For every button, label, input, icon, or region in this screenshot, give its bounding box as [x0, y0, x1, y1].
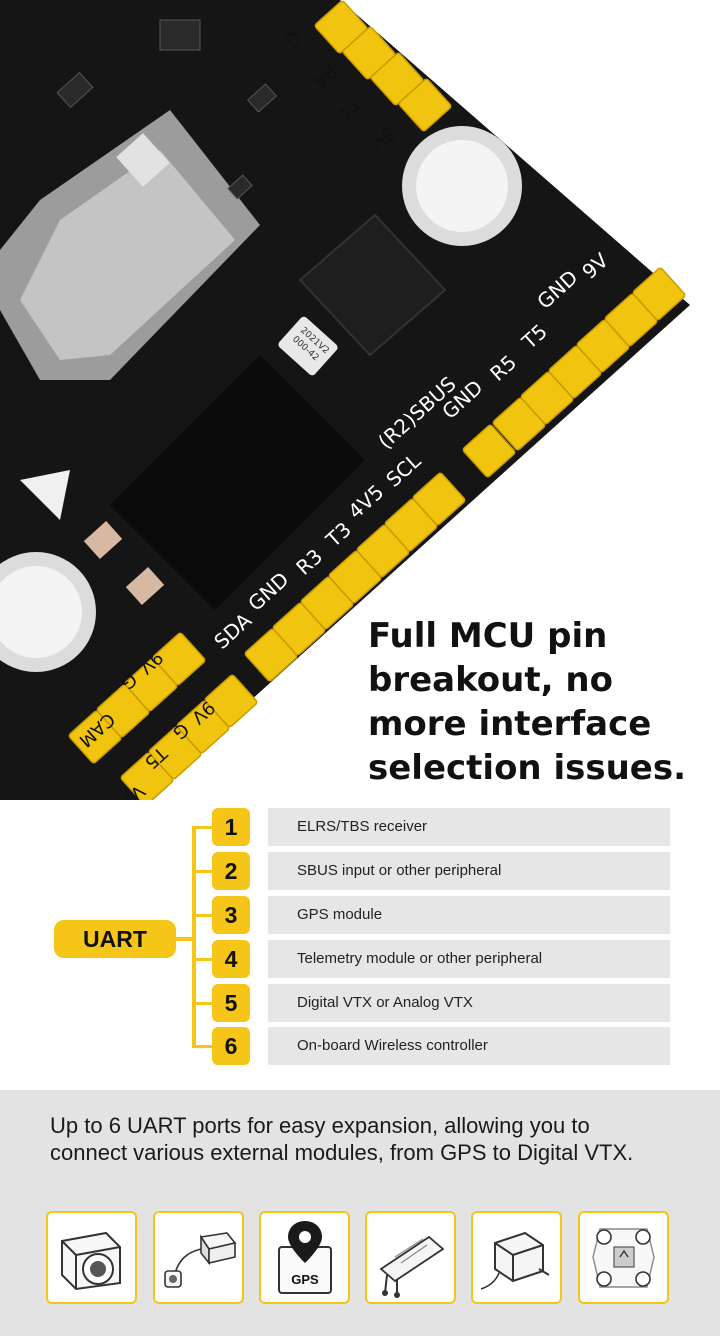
- uart-number-5: 5: [212, 984, 250, 1022]
- tile-gps: GPS: [259, 1211, 350, 1304]
- uart-number-2: 2: [212, 852, 250, 890]
- uart-badge: UART: [54, 920, 176, 958]
- receiver-icon: [379, 1235, 445, 1298]
- bracket-tick-2: [192, 870, 214, 873]
- bracket-tick-5: [192, 1002, 214, 1005]
- headline: Full MCU pin breakout, no more interface…: [368, 616, 687, 788]
- bracket-tick-6: [192, 1045, 214, 1048]
- bracket-tick-3: [192, 914, 214, 917]
- bracket-tick-1: [192, 826, 214, 829]
- uart-row-4: Telemetry module or other peripheral: [268, 940, 670, 978]
- uart-row-5: Digital VTX or Analog VTX: [268, 984, 670, 1022]
- fpv-camera-icon: [61, 1231, 121, 1291]
- uart-number-1: 1: [212, 808, 250, 846]
- hero-board-illustration: 2021V2 000-42 9V GND T5 R5 GND (R2)SBUS …: [0, 0, 690, 800]
- flight-controller-board: 2021V2 000-42 9V GND T5 R5 GND (R2)SBUS …: [0, 0, 690, 800]
- uart-number-6: 6: [212, 1027, 250, 1065]
- tile-receiver: [365, 1211, 456, 1304]
- tile-flight-controller: [578, 1211, 669, 1304]
- uart-row-1: ELRS/TBS receiver: [268, 808, 670, 846]
- telemetry-module-icon: [480, 1231, 550, 1290]
- vtx-module-icon: [164, 1232, 237, 1288]
- flight-controller-icon: [592, 1228, 655, 1288]
- tile-telemetry-module: [471, 1211, 562, 1304]
- uart-number-4: 4: [212, 940, 250, 978]
- bracket-tick-4: [192, 958, 214, 961]
- uart-row-3: GPS module: [268, 896, 670, 934]
- bracket-vertical: [192, 826, 196, 1048]
- uart-row-6: On-board Wireless controller: [268, 1027, 670, 1065]
- uart-number-3: 3: [212, 896, 250, 934]
- tile-fpv-camera: [46, 1211, 137, 1304]
- gps-icon: GPS: [278, 1221, 332, 1294]
- footer-description: Up to 6 UART ports for easy expansion, a…: [50, 1113, 634, 1165]
- gps-label: GPS: [291, 1272, 319, 1287]
- uart-row-2: SBUS input or other peripheral: [268, 852, 670, 890]
- bracket-connector: [176, 937, 194, 941]
- tile-vtx-module: [153, 1211, 244, 1304]
